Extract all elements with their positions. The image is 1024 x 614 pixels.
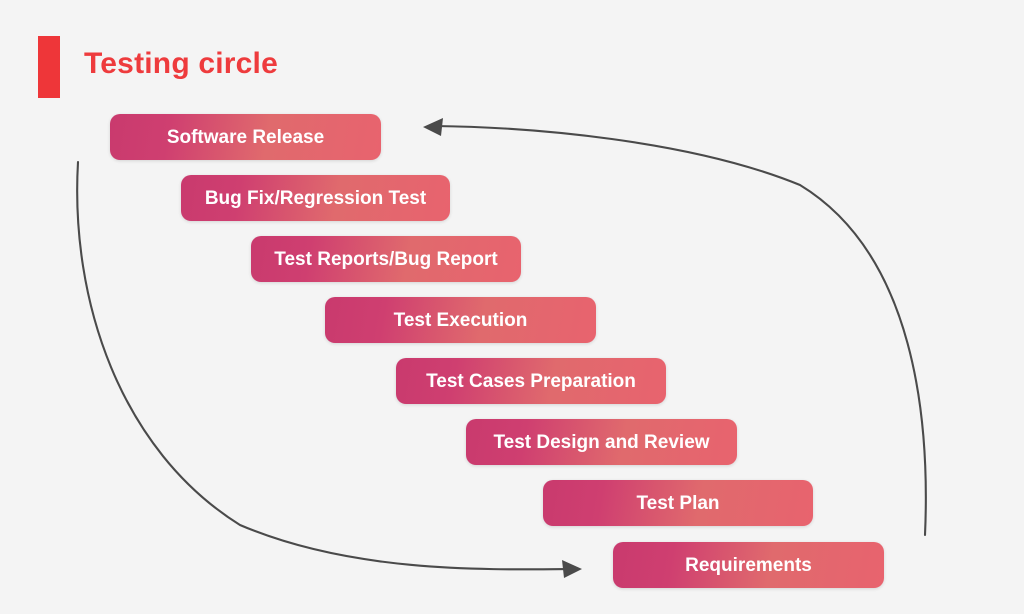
step-label: Test Design and Review <box>493 431 710 453</box>
step-label: Test Cases Preparation <box>426 370 636 392</box>
title-accent-bar <box>38 36 60 98</box>
step-pill-test-reports-bug-report[interactable]: Test Reports/Bug Report <box>251 236 521 282</box>
step-label: Bug Fix/Regression Test <box>204 187 427 209</box>
step-pill-software-release[interactable]: Software Release <box>110 114 381 160</box>
step-label: Test Plan <box>636 492 720 514</box>
flow-arrow-bottom-head <box>562 560 582 578</box>
step-pill-bug-fix-regression-test[interactable]: Bug Fix/Regression Test <box>181 175 450 221</box>
step-label: Test Reports/Bug Report <box>274 248 498 270</box>
step-label: Test Execution <box>393 309 528 331</box>
step-pill-test-execution[interactable]: Test Execution <box>325 297 596 343</box>
step-label: Requirements <box>685 554 812 576</box>
step-label: Software Release <box>166 126 325 148</box>
step-pill-test-plan[interactable]: Test Plan <box>543 480 813 526</box>
step-pill-test-design-and-review[interactable]: Test Design and Review <box>466 419 737 465</box>
step-pill-requirements[interactable]: Requirements <box>613 542 884 588</box>
step-pill-test-cases-preparation[interactable]: Test Cases Preparation <box>396 358 666 404</box>
return-arrow-top-head <box>423 118 443 136</box>
page-title: Testing circle <box>84 47 278 80</box>
